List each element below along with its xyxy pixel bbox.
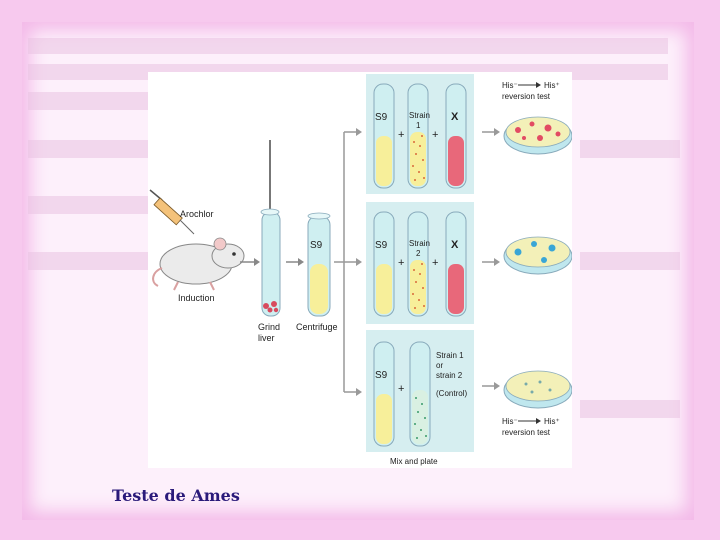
control-label: (Control) bbox=[436, 389, 467, 398]
branch-arrows bbox=[334, 131, 358, 393]
strain-tube bbox=[407, 83, 429, 189]
arrow-icon bbox=[240, 258, 260, 266]
arrow-icon bbox=[286, 258, 304, 266]
plus-sign: + bbox=[432, 257, 438, 269]
s9-label: S9 bbox=[375, 112, 388, 123]
strain-number: 1 bbox=[416, 121, 421, 130]
x-tube bbox=[445, 211, 467, 317]
arrow-icon bbox=[518, 418, 541, 424]
his-plus-label: His⁺ bbox=[544, 417, 560, 426]
petri-dish bbox=[503, 370, 572, 409]
reversion-test-label: reversion test bbox=[502, 92, 551, 101]
centrifuge-tube bbox=[307, 212, 331, 317]
petri-dish bbox=[503, 116, 572, 155]
strain-number: 2 bbox=[416, 249, 421, 258]
arrow-icon bbox=[482, 258, 500, 266]
arochlor-label: Arochlor bbox=[180, 209, 214, 219]
syringe-icon bbox=[149, 189, 195, 235]
plus-sign: + bbox=[398, 129, 404, 141]
grind-label: Grind bbox=[258, 322, 280, 332]
grind-tube bbox=[260, 140, 281, 317]
control-or-label: or bbox=[436, 361, 443, 370]
arrow-icon bbox=[482, 128, 500, 136]
x-label: X bbox=[451, 239, 459, 251]
strain-label: Strain bbox=[409, 239, 430, 248]
plus-sign: + bbox=[432, 129, 438, 141]
petri-dish bbox=[503, 236, 572, 275]
his-minus-label: His⁻ bbox=[502, 417, 518, 426]
decorative-band bbox=[580, 252, 680, 270]
decorative-band bbox=[580, 140, 680, 158]
centrifuge-label: Centrifuge bbox=[296, 322, 338, 332]
s9-label: S9 bbox=[375, 240, 388, 251]
x-tube bbox=[445, 83, 467, 189]
strain-tube bbox=[409, 341, 431, 447]
s9-tube bbox=[373, 83, 395, 189]
s9-tube bbox=[373, 341, 395, 447]
strain-tube bbox=[407, 211, 429, 317]
arrow-icon bbox=[518, 82, 541, 88]
liver-label: liver bbox=[258, 333, 275, 343]
mix-and-plate-label: Mix and plate bbox=[390, 457, 438, 466]
decorative-band bbox=[28, 196, 158, 214]
s9-tube bbox=[373, 211, 395, 317]
ames-diagram-svg: Arochlor Induction Grind liver S9 Centri… bbox=[149, 74, 572, 466]
s9-label: S9 bbox=[375, 370, 388, 381]
strain-label: Strain bbox=[409, 111, 430, 120]
s9-label: S9 bbox=[310, 240, 323, 251]
slide-caption: Teste de Ames bbox=[112, 486, 240, 505]
his-minus-label: His⁻ bbox=[502, 81, 518, 90]
decorative-band bbox=[580, 400, 680, 418]
arrow-icon bbox=[482, 382, 500, 390]
x-label: X bbox=[451, 111, 459, 123]
decorative-band bbox=[28, 252, 158, 270]
decorative-band bbox=[28, 92, 158, 110]
decorative-band bbox=[28, 38, 668, 54]
control-strain-label: Strain 1 bbox=[436, 351, 464, 360]
rat-icon bbox=[152, 237, 245, 291]
reversion-test-label: reversion test bbox=[502, 428, 551, 437]
induction-label: Induction bbox=[178, 293, 215, 303]
plus-sign: + bbox=[398, 257, 404, 269]
his-plus-label: His⁺ bbox=[544, 81, 560, 90]
control-strain2-label: strain 2 bbox=[436, 371, 463, 380]
ames-test-diagram: Arochlor Induction Grind liver S9 Centri… bbox=[148, 72, 572, 468]
decorative-band bbox=[28, 140, 158, 158]
plus-sign: + bbox=[398, 383, 404, 395]
